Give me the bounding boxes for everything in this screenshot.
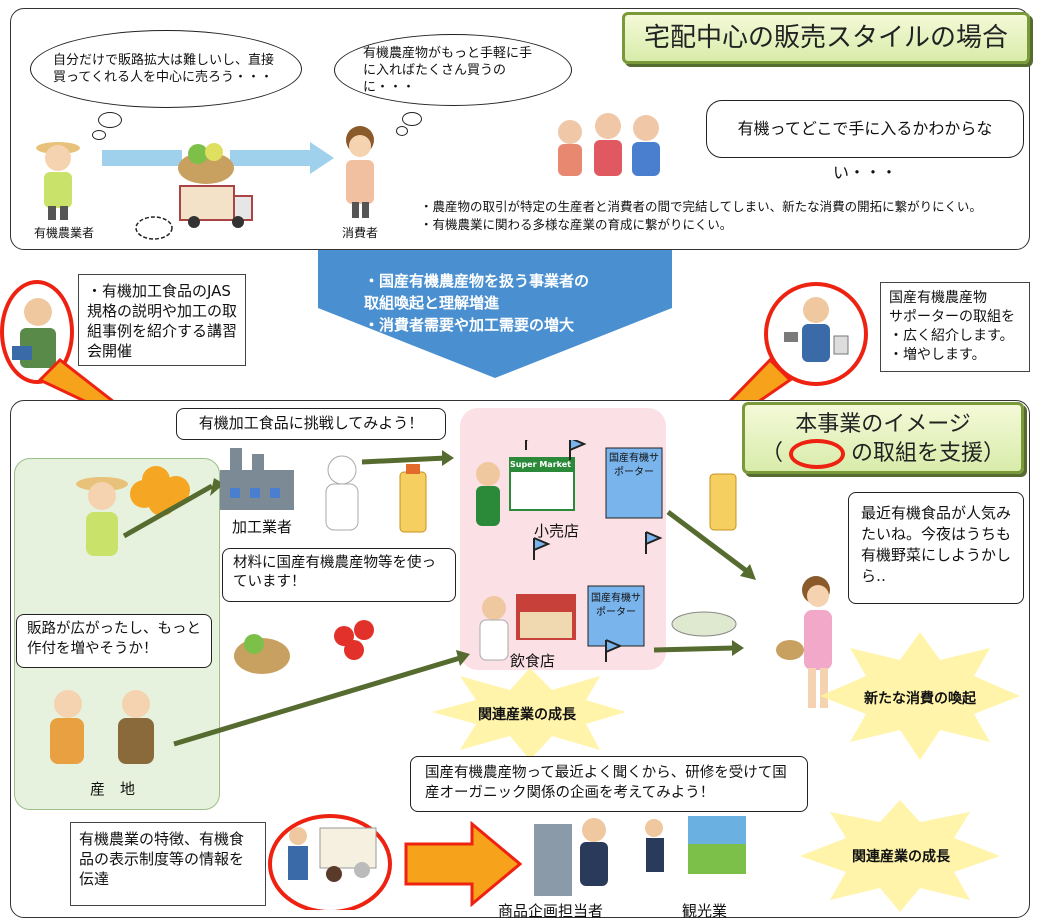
thought-bubble-small-2 — [402, 112, 422, 126]
planner-label: 商品企画担当者 — [498, 902, 604, 920]
retail-label: 小売店 — [534, 522, 580, 540]
top-note-1: ・農産物の取引が特定の生産者と消費者の間で完結してしまい、新たな消費の開拓に繋が… — [420, 199, 982, 214]
training-box: 有機農業の特徴、有機食品の表示制度等の情報を伝達 — [70, 822, 266, 906]
bottom-title-line-2: （ の取組を支援） — [745, 439, 1021, 469]
farm-label: 産 地 — [90, 780, 136, 798]
planner-speech: 国産有機農産物って最近よく聞くから、研修を受けて国産オーガニック関係の企画を考え… — [410, 756, 808, 812]
bottom-title: 本事業のイメージ （ の取組を支援） — [742, 402, 1024, 474]
burst-label-growth-1: 関連産業の成長 — [478, 707, 576, 723]
thought-bubble-tiny — [92, 130, 106, 140]
burst-label-new-consumption: 新たな消費の喚起 — [864, 691, 976, 707]
farmer-label: 有機農業者 — [34, 226, 95, 240]
consumer-label: 消費者 — [342, 226, 379, 240]
restaurant-label: 飲食店 — [510, 652, 556, 670]
burst-label-growth-2: 関連産業の成長 — [852, 849, 950, 865]
left-callout: ・有機加工食品のJAS規格の説明や加工の取組事例を紹介する講習会開催 — [78, 274, 246, 366]
teacher-icon — [12, 298, 56, 368]
group-speech: 有機ってどこで手に入るかわからない・・・ — [706, 100, 1024, 182]
arrow-line-2: 取組喚起と理解増進 — [364, 294, 500, 312]
bottom-title-line-1: 本事業のイメージ — [795, 412, 971, 437]
consumer-thought-cloud: 有機農産物がもっと手軽に手に入ればたくさん買うのに・・・ — [334, 34, 572, 106]
red-oval-icon — [789, 439, 845, 469]
supermarket-sign: Super Market — [510, 460, 571, 469]
farmer-thought-cloud: 自分だけで販路拡大は難しいし、直接買ってくれる人を中心に売ろう・・・ — [30, 30, 302, 108]
top-illustrations — [36, 113, 660, 240]
right-callout: 国産有機農産物 サポーターの取組を ・広く紹介します。 ・増やします。 — [880, 282, 1030, 372]
center-down-arrow — [318, 250, 672, 378]
bottom-title-paren: （ — [760, 441, 783, 466]
right-callout-line-3: ・広く紹介します。 — [889, 328, 1014, 344]
thought-bubble-small — [98, 112, 122, 128]
arrow-line-1: ・国産有機農産物を扱う事業者の — [364, 272, 590, 290]
top-note-2: ・有機農業に関わる多様な産業の育成に繋がりにくい。 — [420, 217, 733, 232]
bottom-illustrations — [50, 440, 832, 910]
farm-speech: 販路が広がったし、もっと作付を増やそうか！ — [16, 614, 212, 668]
consumer-speech: 最近有機食品が人気みたいね。今夜はうちも有機野菜にしようかしら‥ — [848, 492, 1024, 604]
material-speech: 材料に国産有機農産物等を使っています！ — [222, 548, 456, 602]
tourism-label: 観光業 — [682, 902, 728, 920]
processor-speech: 有機加工食品に挑戦してみよう！ — [176, 408, 446, 440]
supporter-flag-retail: 国産有機サポーター — [609, 453, 659, 478]
supporter-flag-restaurant: 国産有機サポーター — [591, 593, 641, 618]
bottom-title-support: の取組を支援） — [851, 441, 1006, 466]
arrow-text: ・国産有機農産物を扱う事業者の 取組喚起と理解増進 ・消費者需要や加工需要の増大 — [364, 270, 589, 336]
right-callout-line-4: ・増やします。 — [889, 347, 986, 363]
top-title: 宅配中心の販売スタイルの場合 — [622, 12, 1030, 64]
arrow-line-3: ・消費者需要や加工需要の増大 — [364, 316, 575, 334]
thought-bubble-tiny-2 — [396, 126, 408, 136]
farmer-figure — [36, 142, 80, 220]
processor-label: 加工業者 — [232, 518, 293, 536]
right-callout-line-1: 国産有機農産物 — [889, 290, 987, 306]
right-callout-line-2: サポーターの取組を — [889, 309, 1015, 325]
supporter-icon — [784, 297, 849, 362]
